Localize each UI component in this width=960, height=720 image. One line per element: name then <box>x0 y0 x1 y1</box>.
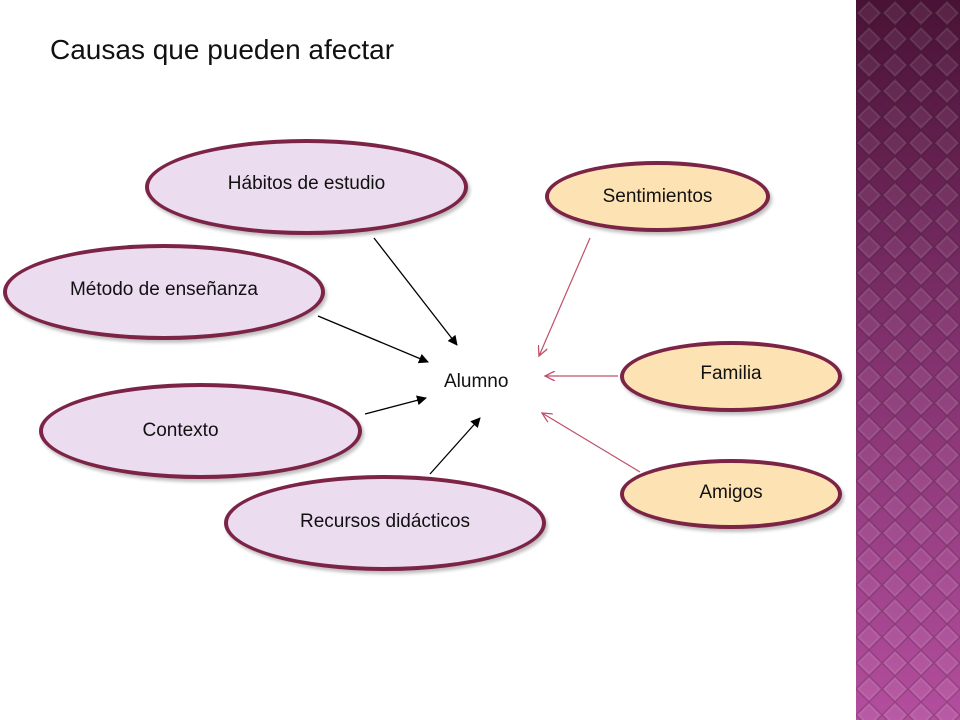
node-habitos: Hábitos de estudio <box>145 139 468 235</box>
arrow-metodo <box>317 315 429 364</box>
node-familia-label: Familia <box>700 362 762 384</box>
slide-title: Causas que pueden afectar <box>50 34 395 65</box>
arrow-contexto <box>364 395 427 415</box>
node-contexto: Contexto <box>39 383 362 479</box>
node-metodo: Método de enseñanza <box>3 244 325 340</box>
node-alumno: Alumno <box>444 371 509 392</box>
arrow-recursos <box>429 417 481 475</box>
node-familia: Familia <box>620 341 842 412</box>
node-sentimientos: Sentimientos <box>545 161 770 232</box>
node-sentimientos-label: Sentimientos <box>602 185 713 207</box>
node-amigos: Amigos <box>620 459 842 529</box>
node-recursos: Recursos didácticos <box>224 475 546 571</box>
diamond-pattern-icon <box>856 0 960 720</box>
node-amigos-label: Amigos <box>699 482 763 503</box>
arrow-sentimientos <box>539 237 591 356</box>
node-habitos-label: Hábitos de estudio <box>227 173 386 194</box>
arrows-layer <box>317 237 641 475</box>
decorative-side-bar <box>856 0 960 720</box>
node-contexto-label: Contexto <box>142 420 219 441</box>
arrow-habitos <box>373 237 458 346</box>
node-metodo-label: Método de enseñanza <box>69 279 259 300</box>
node-recursos-label: Recursos didácticos <box>299 511 471 532</box>
arrow-amigos <box>542 413 641 473</box>
